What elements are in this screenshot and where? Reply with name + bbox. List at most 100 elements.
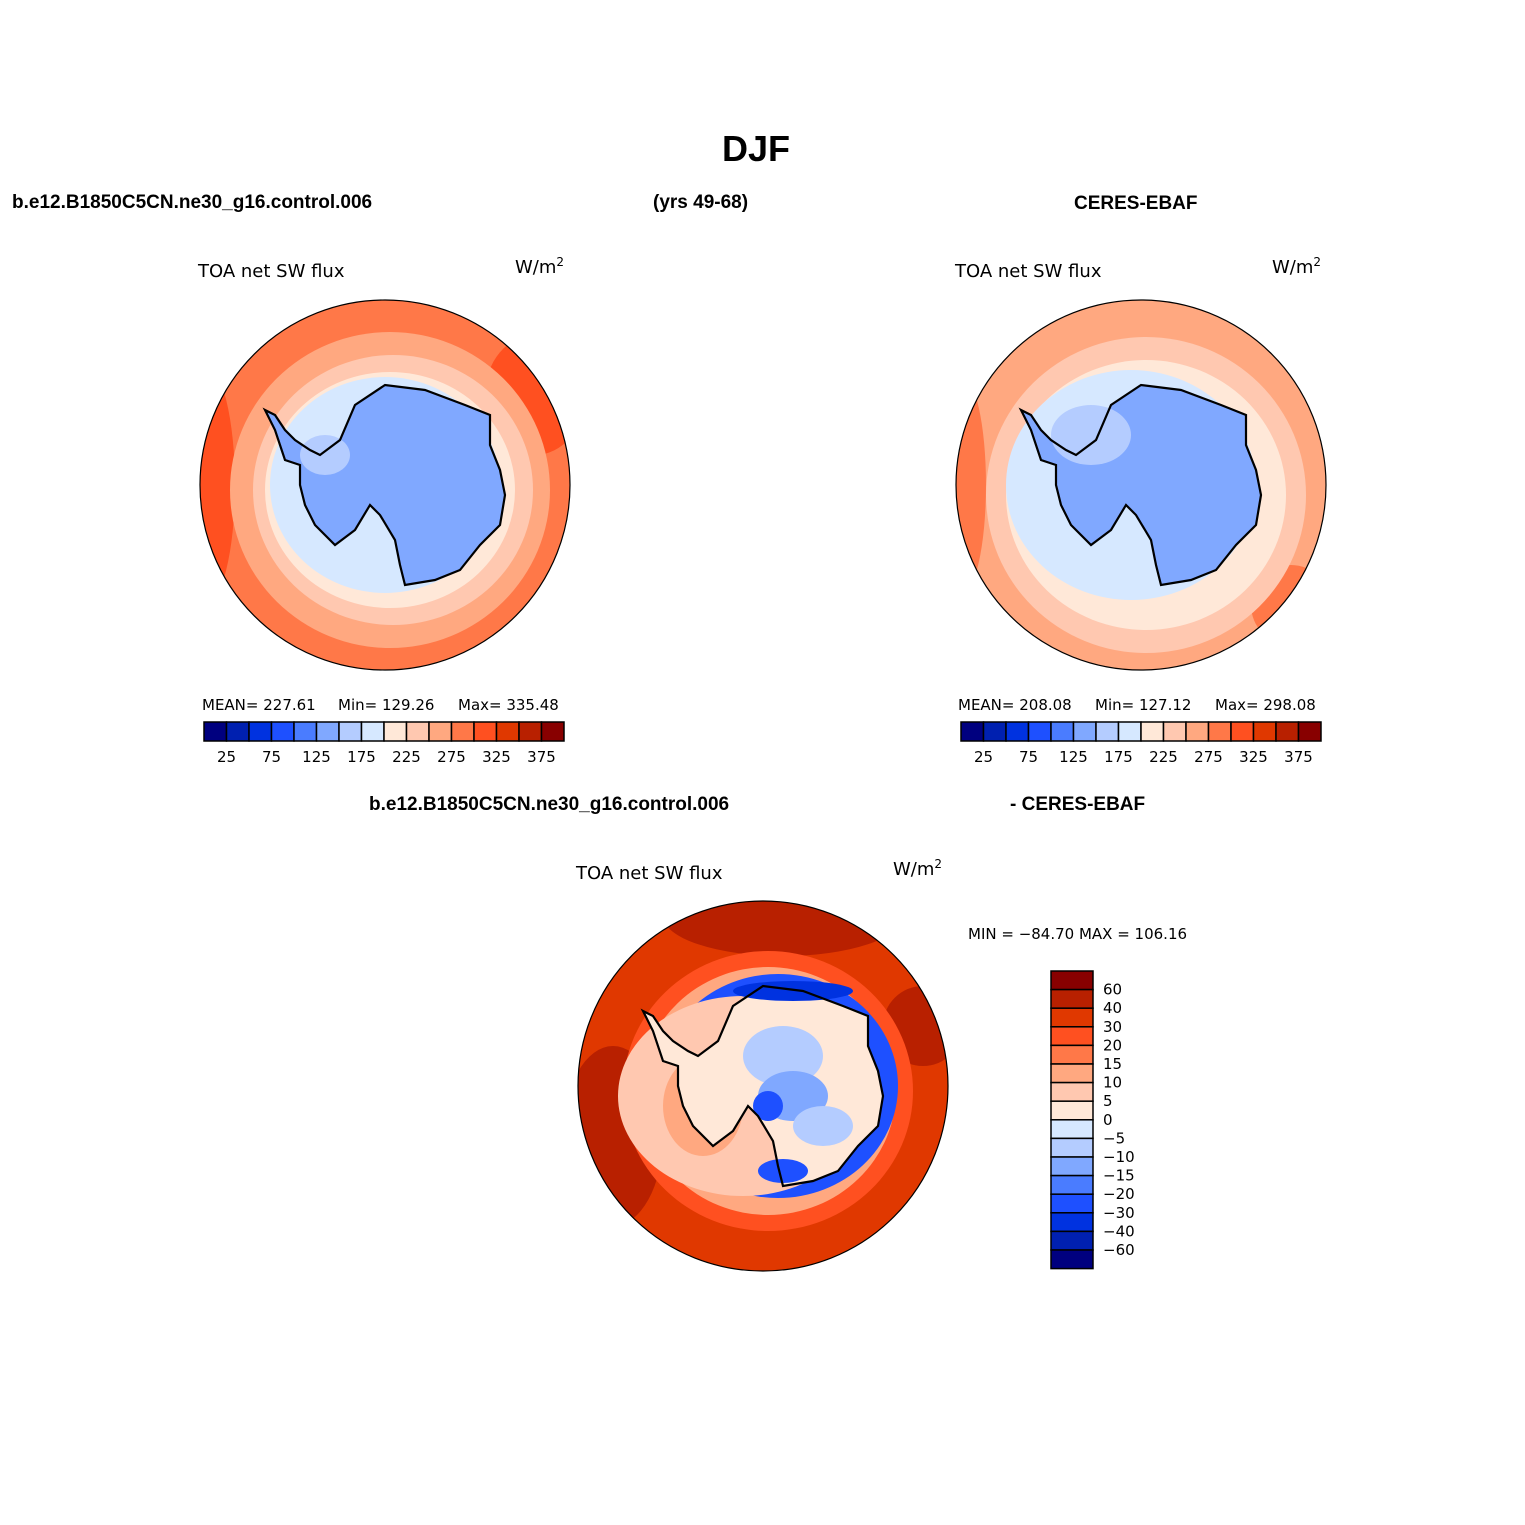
colorbar-box bbox=[1027, 721, 1052, 742]
contour-patch bbox=[753, 1091, 783, 1121]
colorbar-box bbox=[248, 721, 273, 742]
colorbar-tick-label: 60 bbox=[1103, 981, 1122, 999]
colorbar-tick-label: 375 bbox=[527, 748, 556, 766]
units-text: W/m bbox=[1272, 257, 1314, 278]
colorbar-box bbox=[982, 721, 1007, 742]
colorbar-box bbox=[1050, 1063, 1094, 1084]
colorbar-box bbox=[225, 721, 250, 742]
colorbar-tick-label: 5 bbox=[1103, 1092, 1113, 1110]
colorbar-box bbox=[1050, 1026, 1094, 1047]
colorbar-box bbox=[960, 721, 985, 742]
antarctica-coastline bbox=[640, 984, 885, 1188]
colorbar-box bbox=[1050, 970, 1094, 991]
colorbar-tick-label: 175 bbox=[347, 748, 376, 766]
colorbar-tick-label: 275 bbox=[1194, 748, 1223, 766]
contour-fill bbox=[200, 365, 235, 605]
panel3-difference-map bbox=[577, 900, 949, 1272]
colorbar-box bbox=[338, 721, 363, 742]
colorbar-box bbox=[1162, 721, 1187, 742]
colorbar-box bbox=[1185, 721, 1210, 742]
colorbar-box bbox=[450, 721, 475, 742]
colorbar-tick-label: 30 bbox=[1103, 1018, 1122, 1036]
colorbar-tick-label: 125 bbox=[1059, 748, 1088, 766]
map-field bbox=[200, 300, 570, 670]
colorbar-box bbox=[1050, 721, 1075, 742]
colorbar-tick-label: −15 bbox=[1103, 1167, 1135, 1185]
panel3-minmax: MIN = −84.70 MAX = 106.16 bbox=[968, 925, 1188, 943]
colorbar-box bbox=[1050, 1007, 1094, 1028]
colorbar-box bbox=[1297, 721, 1322, 742]
panel3-units: W/m2 bbox=[893, 857, 942, 880]
colorbar-box bbox=[293, 721, 318, 742]
units-sup: 2 bbox=[556, 255, 565, 269]
colorbar-tick-label: 75 bbox=[1019, 748, 1038, 766]
colorbar-tick-label: 375 bbox=[1284, 748, 1313, 766]
colorbar-tick-label: 225 bbox=[1149, 748, 1178, 766]
colorbar-box bbox=[1275, 721, 1300, 742]
colorbar-box bbox=[383, 721, 408, 742]
colorbar-tick-label: 325 bbox=[1239, 748, 1268, 766]
colorbar-tick-label: 25 bbox=[217, 748, 236, 766]
panel1-polar-map bbox=[199, 299, 571, 671]
colorbar-box bbox=[315, 721, 340, 742]
panel1-min: Min= 129.26 bbox=[338, 696, 435, 714]
panel2-polar-map bbox=[955, 299, 1327, 671]
contour-patch bbox=[743, 1026, 823, 1086]
colorbar-tick-label: 25 bbox=[974, 748, 993, 766]
contour-fill bbox=[956, 375, 986, 595]
antarctica-coastline bbox=[262, 383, 507, 587]
figure-title: DJF bbox=[722, 128, 791, 169]
panel1-mean: MEAN= 227.61 bbox=[202, 696, 316, 714]
contour-patch bbox=[733, 981, 853, 1001]
units-sup: 2 bbox=[934, 857, 943, 871]
panel2-max: Max= 298.08 bbox=[1215, 696, 1316, 714]
colorbar-tick-label: 15 bbox=[1103, 1055, 1122, 1073]
map-boundary bbox=[955, 299, 1327, 671]
colorbar-tick-label: −30 bbox=[1103, 1204, 1135, 1222]
years-label: (yrs 49-68) bbox=[653, 192, 749, 213]
colorbar-box bbox=[1252, 721, 1277, 742]
colorbar-box bbox=[1140, 721, 1165, 742]
colorbar-box bbox=[540, 721, 565, 742]
panel1-variable: TOA net SW flux bbox=[198, 261, 345, 282]
colorbar-box bbox=[270, 721, 295, 742]
map-field bbox=[578, 901, 948, 1271]
colorbar-box bbox=[1050, 1230, 1094, 1251]
colorbar-tick-label: −5 bbox=[1103, 1129, 1125, 1147]
colorbar-box bbox=[1050, 988, 1094, 1009]
colorbar-box bbox=[1050, 1119, 1094, 1140]
colorbar-box bbox=[203, 721, 228, 742]
colorbar-box bbox=[1050, 1156, 1094, 1177]
colorbar-tick-label: −40 bbox=[1103, 1222, 1135, 1240]
colorbar-tick-label: 325 bbox=[482, 748, 511, 766]
panel1-units: W/m2 bbox=[515, 255, 564, 278]
colorbar-tick-label: −60 bbox=[1103, 1241, 1135, 1259]
colorbar-box bbox=[1050, 1100, 1094, 1121]
units-text: W/m bbox=[893, 859, 935, 880]
contour-patch bbox=[1051, 405, 1131, 465]
colorbar-tick-label: 125 bbox=[302, 748, 331, 766]
panel1-max: Max= 335.48 bbox=[458, 696, 559, 714]
contour-patch bbox=[300, 435, 350, 475]
panel2-mean: MEAN= 208.08 bbox=[958, 696, 1072, 714]
units-sup: 2 bbox=[1313, 255, 1322, 269]
colorbar-box bbox=[495, 721, 520, 742]
colorbar-box bbox=[1050, 1249, 1094, 1270]
colorbar-box bbox=[1050, 1081, 1094, 1102]
obs-label: CERES-EBAF bbox=[1074, 193, 1198, 214]
panel3-variable: TOA net SW flux bbox=[576, 863, 723, 884]
contour-patch bbox=[758, 1159, 808, 1183]
colorbar-tick-label: 175 bbox=[1104, 748, 1133, 766]
model-case-label: b.e12.B1850C5CN.ne30_g16.control.006 bbox=[12, 192, 373, 213]
colorbar-box bbox=[1095, 721, 1120, 742]
map-field bbox=[956, 300, 1326, 670]
colorbar-box bbox=[1117, 721, 1142, 742]
colorbar-box bbox=[1072, 721, 1097, 742]
panel2-min: Min= 127.12 bbox=[1095, 696, 1192, 714]
contour-fill bbox=[663, 901, 903, 956]
colorbar-tick-label: 275 bbox=[437, 748, 466, 766]
colorbar-box bbox=[1050, 1193, 1094, 1214]
colorbar-tick-label: 40 bbox=[1103, 999, 1122, 1017]
colorbar-tick-label: 75 bbox=[262, 748, 281, 766]
